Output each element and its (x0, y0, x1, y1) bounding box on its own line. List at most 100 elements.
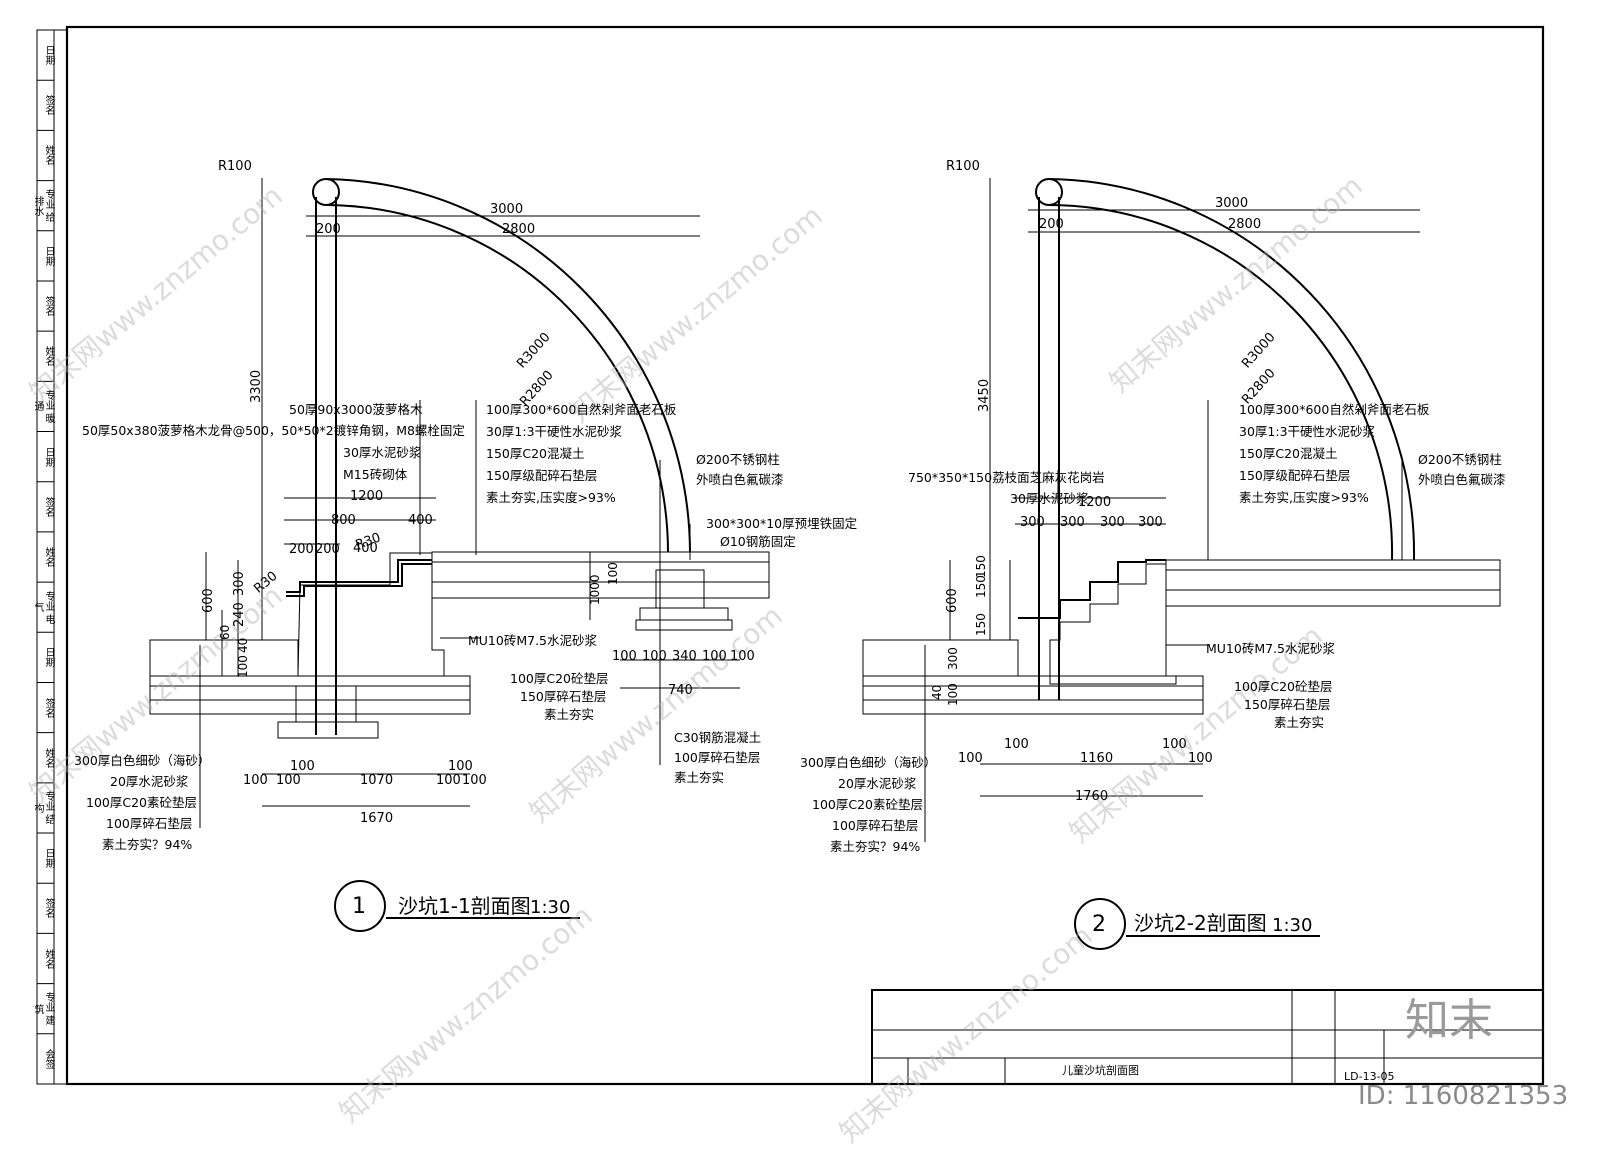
title-block (871, 989, 1544, 1085)
note-wood-1: 50厚90x3000菠萝格木 (289, 402, 423, 417)
dim-b1070-1: 1070 (360, 773, 394, 788)
dim-b1760-2: 1760 (1075, 789, 1109, 804)
sand-layer-2 (862, 639, 1019, 677)
note-sand-2-4: 100厚碎石垫层 (832, 818, 919, 833)
dim-b100f-1: 100 (462, 773, 487, 788)
dim-b100b-2: 100 (1162, 737, 1187, 752)
sand-gravel-1 (149, 685, 471, 701)
note-column-1-2: 外喷白色氟碳漆 (696, 472, 784, 487)
section-2-number: 2 (1092, 912, 1106, 937)
note-footing-1-3: 素土夯实 (674, 770, 725, 785)
note-sand-1-5: 素土夯实？94% (102, 837, 193, 852)
footing-right-1 (655, 569, 705, 609)
section-1-drawing (149, 178, 770, 932)
note-footing-1-1: C30钢筋混凝土 (674, 730, 762, 745)
section-2-scale: 1:30 (1272, 915, 1313, 936)
dim-200b-1: 200 (315, 542, 340, 557)
dim-1200-1: 1200 (350, 489, 384, 504)
footing-col-gravel-1 (277, 721, 379, 739)
dim-600-1: 600 (201, 588, 216, 613)
note-footing-1-2: 100厚碎石垫层 (674, 750, 761, 765)
section-2-drawing (862, 178, 1501, 950)
side-strip-cell: 日期 (43, 848, 54, 869)
dim-b100d-1: 100 (276, 773, 301, 788)
note-step-2-1: 750*350*150荔枝面芝麻灰花岗岩 (908, 470, 1105, 485)
granite-steps-2 (1018, 559, 1166, 619)
dim-3000-1: 3000 (490, 202, 524, 217)
side-strip (36, 29, 68, 1085)
note-paving-1-5: 素土夯实,压实度>93% (486, 490, 616, 505)
brick-wall-2 (1049, 563, 1177, 685)
side-strip-cell: 会签 (43, 1048, 54, 1069)
dim-40-2: 40 (930, 684, 944, 700)
note-paving-1-4: 150厚级配碎石垫层 (486, 468, 598, 483)
dim-200-1: 200 (316, 222, 341, 237)
note-wall-1-2: 100厚C20砼垫层 (510, 671, 609, 686)
footing-col-1 (295, 685, 357, 723)
note-wall-2-2: 100厚C20砼垫层 (1234, 679, 1333, 694)
dim-s300a-2: 300 (1020, 515, 1045, 530)
note-paving-1-3: 150厚C20混凝土 (486, 446, 585, 461)
dim-400a-1: 400 (408, 513, 433, 528)
note-wood-2: 50厚50x380菠萝格木龙骨@500，50*50*2镀锌角钢，M8螺栓固定 (82, 423, 465, 438)
dim-200-2: 200 (1039, 217, 1064, 232)
side-strip-cell: 日期 (43, 647, 54, 668)
dim-300-2: 300 (946, 647, 960, 670)
wood-seat-1b (286, 563, 432, 597)
dim-b100a-2: 100 (1004, 737, 1029, 752)
note-paving-1-1: 100厚300*600自然剁斧面老石板 (486, 402, 677, 417)
dim-f340-1: 340 (672, 649, 697, 664)
footing-right-base-1 (639, 607, 729, 621)
dim-150c-2: 150 (974, 613, 988, 636)
footing-right-gravel-1 (635, 619, 733, 631)
note-paving-2-4: 150厚级配碎石垫层 (1239, 468, 1351, 483)
side-strip-cell: 日期 (43, 446, 54, 467)
dim-b100a-1: 100 (290, 759, 315, 774)
note-wall-1-1: MU10砖M7.5水泥砂浆 (468, 633, 598, 648)
dim-s300b-2: 300 (1060, 515, 1085, 530)
section-2-title: 沙坑2-2剖面图 (1134, 911, 1267, 935)
note-column-2-1: Ø200不锈钢柱 (1418, 452, 1502, 467)
note-sand-2-1: 300厚白色细砂（海砂） (800, 755, 937, 770)
dim-2800-2: 2800 (1228, 217, 1262, 232)
note-sand-1-3: 100厚C20素砼垫层 (86, 795, 197, 810)
note-wood-4: M15砖砌体 (343, 467, 408, 482)
watermark-id: ID: 1160821353 (1358, 1081, 1569, 1111)
side-strip-cell: 姓名 (43, 747, 54, 768)
note-paving-2-2: 30厚1:3干硬性水泥砂浆 (1239, 424, 1376, 439)
section-1-scale: 1:30 (530, 897, 571, 918)
note-sand-2-5: 素土夯实？94% (830, 839, 921, 854)
watermark-logo: 知末 (1405, 995, 1493, 1046)
dim-240-1: 240 (232, 602, 247, 627)
dim-2800-1: 2800 (502, 222, 536, 237)
title-block-drawing-no: LD-13-05 (1344, 1070, 1395, 1083)
dim-400b-1: 400 (353, 541, 378, 556)
note-column-2-2: 外喷白色氟碳漆 (1418, 472, 1506, 487)
brick-wall-1 (297, 552, 445, 677)
note-wall-1-3: 150厚碎石垫层 (520, 689, 607, 704)
note-sand-2-2: 20厚水泥砂浆 (838, 776, 917, 791)
arch-2-outer (1048, 178, 1416, 561)
arch-1-outer (325, 178, 691, 553)
note-wall-2-3: 150厚碎石垫层 (1244, 697, 1331, 712)
dim-r100-2: R100 (946, 159, 980, 174)
side-strip-cell: 专业 给排水 (32, 189, 54, 223)
side-strip-cell: 姓名 (43, 948, 54, 969)
side-strip-cell: 姓名 (43, 346, 54, 367)
side-strip-cell: 签名 (43, 496, 54, 517)
side-strip-cell: 签名 (43, 898, 54, 919)
side-strip-cell: 日期 (43, 45, 54, 66)
dim-150b-2: 150 (974, 575, 988, 598)
section-1-index-circle (334, 880, 386, 932)
paving-gravel-2 (1165, 589, 1501, 607)
arch-1-inner (325, 204, 669, 553)
dim-60-1: 60 (218, 624, 232, 640)
dim-b100c-1: 100 (243, 773, 268, 788)
note-wood-3: 30厚水泥砂浆 (343, 445, 422, 460)
side-strip-cell: 日期 (43, 245, 54, 266)
sand-gravel-2 (862, 685, 1204, 701)
dim-s300d-2: 300 (1138, 515, 1163, 530)
dim-b100c-2: 100 (958, 751, 983, 766)
paving-stone-1 (431, 551, 770, 563)
